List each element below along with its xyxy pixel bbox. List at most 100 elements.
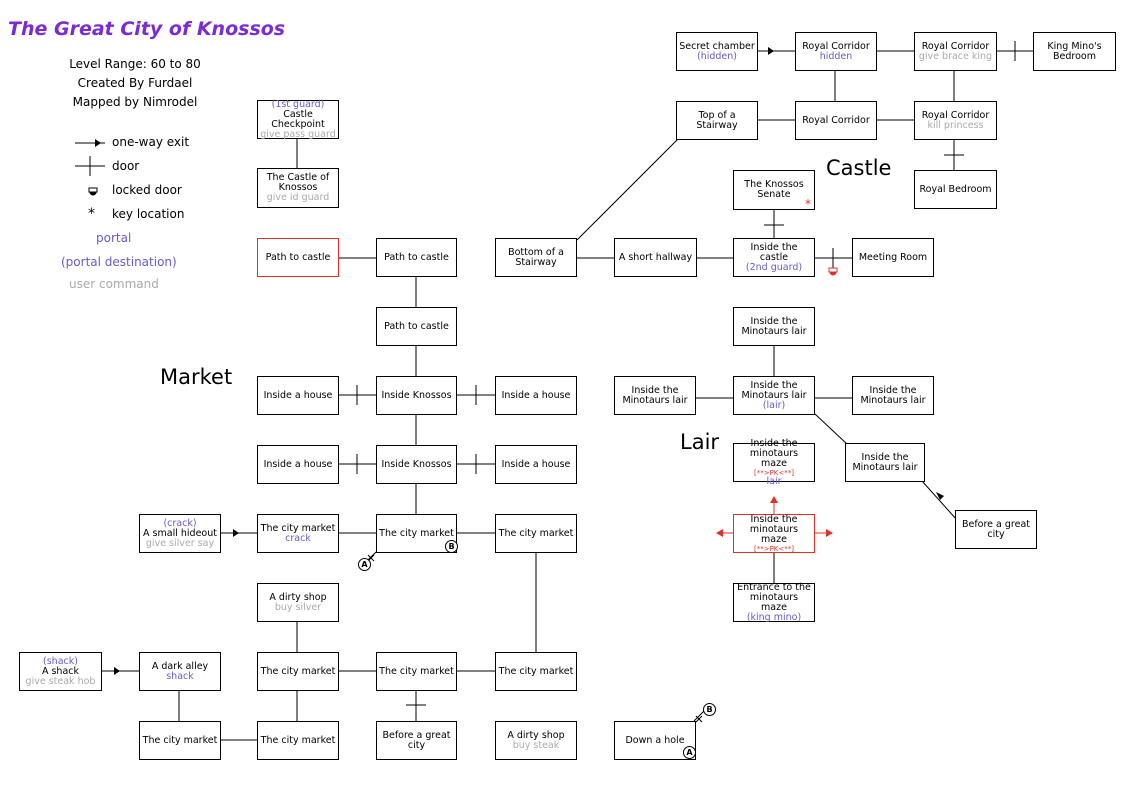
room-city-market-7[interactable]: The city market bbox=[139, 721, 221, 760]
room-knossos-senate[interactable]: The Knossos Senate * bbox=[733, 170, 815, 210]
room-name: The city market bbox=[142, 734, 218, 746]
legend-locked: locked door bbox=[112, 183, 182, 197]
room-name: Inside the Minotaurs lair bbox=[741, 379, 807, 401]
room-inside-a-house-3[interactable]: Inside a house bbox=[257, 445, 339, 484]
room-king-mino-bedroom[interactable]: King Mino's Bedroom bbox=[1033, 32, 1116, 71]
level-range: Level Range: 60 to 80 bbox=[69, 57, 201, 71]
room-name: Inside Knossos bbox=[381, 389, 452, 401]
room-command: give brace king bbox=[918, 50, 993, 62]
room-name: Inside a house bbox=[501, 389, 571, 401]
room-command: give silver say bbox=[145, 537, 215, 549]
room-royal-corridor-4[interactable]: Royal Corridor kill princess bbox=[914, 101, 997, 140]
marker-b-icon: B bbox=[445, 540, 458, 553]
room-inside-a-house-1[interactable]: Inside a house bbox=[257, 376, 339, 415]
room-shack[interactable]: (shack) A shack give steak hob bbox=[19, 652, 102, 691]
room-castle-of-knossos[interactable]: The Castle of Knossos give id guard bbox=[257, 168, 339, 208]
legend-key: key location bbox=[112, 207, 185, 221]
room-name: Inside the minotaurs maze bbox=[749, 513, 799, 545]
room-minotaurs-maze-2[interactable]: Inside the minotaurs maze [**>PK<**] bbox=[733, 514, 815, 553]
room-name: Inside a house bbox=[263, 389, 333, 401]
room-meeting-room[interactable]: Meeting Room bbox=[852, 238, 934, 277]
region-market: Market bbox=[160, 365, 233, 389]
room-minotaurs-lair-left[interactable]: Inside the Minotaurs lair bbox=[614, 376, 696, 415]
room-royal-corridor-1[interactable]: Royal Corridor hidden bbox=[795, 32, 877, 71]
marker-b-icon: B bbox=[703, 703, 716, 716]
room-command: kill princess bbox=[927, 119, 984, 131]
room-minotaurs-lair-southeast[interactable]: Inside the Minotaurs lair bbox=[845, 443, 925, 482]
room-down-a-hole[interactable]: Down a hole bbox=[614, 721, 696, 760]
room-minotaurs-maze-1[interactable]: Inside the minotaurs maze [**>PK<**] lai… bbox=[733, 438, 815, 486]
room-name: Meeting Room bbox=[858, 251, 928, 263]
room-city-market-5[interactable]: The city market bbox=[376, 652, 457, 691]
room-city-market-6[interactable]: The city market bbox=[495, 652, 577, 691]
legend-user-command: user command bbox=[69, 277, 159, 291]
room-name: Inside a house bbox=[263, 458, 333, 470]
room-maze-entrance[interactable]: Entrance to the minotaurs maze (king min… bbox=[733, 581, 815, 622]
room-short-hallway[interactable]: A short hallway bbox=[614, 238, 697, 277]
room-top-of-stairway[interactable]: Top of a Stairway bbox=[676, 101, 758, 140]
room-path-to-castle-1[interactable]: Path to castle bbox=[257, 238, 339, 277]
room-minotaurs-lair-right[interactable]: Inside the Minotaurs lair bbox=[852, 376, 934, 415]
room-name: The Castle of Knossos bbox=[266, 172, 330, 193]
room-royal-corridor-3[interactable]: Royal Corridor bbox=[795, 101, 877, 140]
room-inside-knossos-2[interactable]: Inside Knossos bbox=[376, 445, 457, 484]
room-dark-alley[interactable]: A dark alley shack bbox=[139, 652, 221, 691]
room-name: Royal Corridor bbox=[802, 40, 870, 52]
room-name: The city market bbox=[498, 665, 574, 677]
key-location-icon: * bbox=[805, 197, 811, 211]
marker-a-icon: A bbox=[683, 746, 696, 759]
legend-portal: portal bbox=[96, 231, 132, 245]
room-dirty-shop-1[interactable]: A dirty shop buy silver bbox=[257, 583, 339, 622]
room-castle-checkpoint[interactable]: (1st guard) Castle Checkpoint give pass … bbox=[257, 99, 339, 140]
legend-key-symbol: * bbox=[88, 206, 95, 222]
room-portal: shack bbox=[166, 670, 194, 682]
room-royal-corridor-2[interactable]: Royal Corridor give brace king bbox=[914, 32, 997, 71]
room-inside-the-castle[interactable]: Inside the castle (2nd guard) bbox=[733, 238, 815, 277]
room-minotaurs-lair-center[interactable]: Inside the Minotaurs lair (lair) bbox=[733, 376, 815, 415]
room-name: The city market bbox=[260, 665, 336, 677]
room-portal: hidden bbox=[819, 50, 853, 62]
room-bottom-of-stairway[interactable]: Bottom of a Stairway bbox=[495, 238, 577, 277]
room-city-market-1[interactable]: The city market crack bbox=[257, 514, 339, 553]
room-city-market-2[interactable]: The city market bbox=[376, 514, 457, 553]
room-secret-chamber[interactable]: Secret chamber (hidden) bbox=[676, 32, 758, 71]
room-name: Royal Corridor bbox=[921, 109, 990, 121]
room-before-great-city-1[interactable]: Before a great city bbox=[376, 721, 457, 760]
room-inside-a-house-4[interactable]: Inside a house bbox=[495, 445, 577, 484]
room-name: The city market bbox=[498, 527, 574, 539]
room-name: The city market bbox=[379, 665, 454, 677]
room-name: Entrance to the minotaurs maze bbox=[737, 581, 811, 613]
room-name: A dirty shop bbox=[269, 591, 327, 603]
room-minotaurs-lair-top[interactable]: Inside the Minotaurs lair bbox=[733, 307, 815, 346]
room-name: Secret chamber bbox=[679, 40, 755, 52]
map-title: The Great City of Knossos bbox=[8, 18, 286, 40]
pk-warning: [**>PK<**] bbox=[753, 544, 794, 553]
room-path-to-castle-2[interactable]: Path to castle bbox=[376, 238, 457, 277]
room-name: Down a hole bbox=[625, 734, 685, 746]
room-small-hideout[interactable]: (crack) A small hideout give silver say bbox=[139, 514, 221, 553]
room-name: Before a great city bbox=[382, 729, 451, 751]
room-name: The city market bbox=[260, 734, 336, 746]
room-name: Castle Checkpoint bbox=[271, 108, 325, 130]
room-royal-bedroom[interactable]: Royal Bedroom bbox=[914, 170, 997, 209]
room-portal-dest: (shack) bbox=[43, 655, 78, 667]
room-portal: lair bbox=[766, 475, 782, 487]
room-city-market-3[interactable]: The city market bbox=[495, 514, 577, 553]
room-name: Inside the Minotaurs lair bbox=[860, 384, 926, 406]
region-lair: Lair bbox=[680, 430, 720, 454]
room-city-market-8[interactable]: The city market bbox=[257, 721, 339, 760]
pk-warning: [**>PK<**] bbox=[753, 468, 794, 477]
room-name: Inside the Minotaurs lair bbox=[741, 315, 807, 337]
room-dirty-shop-2[interactable]: A dirty shop buy steak bbox=[495, 721, 577, 760]
room-path-to-castle-3[interactable]: Path to castle bbox=[376, 307, 457, 346]
room-inside-a-house-2[interactable]: Inside a house bbox=[495, 376, 577, 415]
room-inside-knossos-1[interactable]: Inside Knossos bbox=[376, 376, 457, 415]
room-name: A small hideout bbox=[143, 527, 217, 539]
room-command: give pass guard bbox=[260, 128, 336, 140]
room-name: A shack bbox=[41, 665, 80, 677]
room-name: Royal Bedroom bbox=[919, 183, 992, 195]
room-name: Before a great city bbox=[961, 518, 1031, 540]
room-city-market-4[interactable]: The city market bbox=[257, 652, 339, 691]
room-name: The Knossos Senate bbox=[744, 179, 804, 200]
room-before-great-city-2[interactable]: Before a great city bbox=[955, 510, 1037, 549]
